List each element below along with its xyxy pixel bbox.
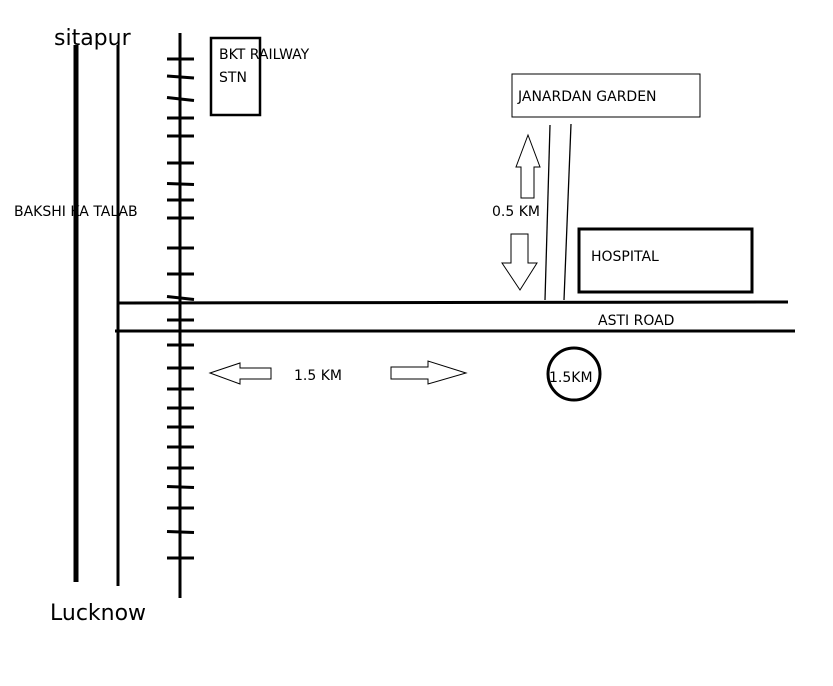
railway-sleeper [166,74,195,80]
arrow-left-icon [208,362,272,385]
hospital-box [577,227,754,294]
railway-sleeper [166,295,195,301]
garden-box [511,73,701,118]
railway-sleeper [166,530,195,534]
circled-distance-label: 1.5KM [549,370,593,386]
north-label: sitapur [54,26,132,51]
arrow-right-icon [390,360,468,385]
railway-sleeper [166,96,195,102]
road-distance-label: 1.5 KM [294,368,342,384]
arrow-down-icon [501,233,538,291]
railway-track [166,33,195,598]
hospital-label: HOSPITAL [591,249,659,265]
station-box [209,36,262,117]
arrow-up-icon [515,133,541,199]
town-label: BAKSHI KA TALAB [14,204,138,220]
station-label: BKT RAILWAY [219,47,310,63]
asti-road-north-edge [117,300,789,305]
garden-lane-east [563,123,572,301]
railway-sleeper [166,485,195,489]
garden-label: JANARDAN GARDEN [517,89,657,105]
garden-distance-label: 0.5 KM [492,204,540,220]
south-label: Lucknow [50,601,146,626]
station-label-2: STN [219,70,247,86]
railway-sleeper [166,182,195,186]
garden-lane-west [544,124,551,301]
road-label: ASTI ROAD [598,313,674,329]
distance-circle [546,346,602,402]
